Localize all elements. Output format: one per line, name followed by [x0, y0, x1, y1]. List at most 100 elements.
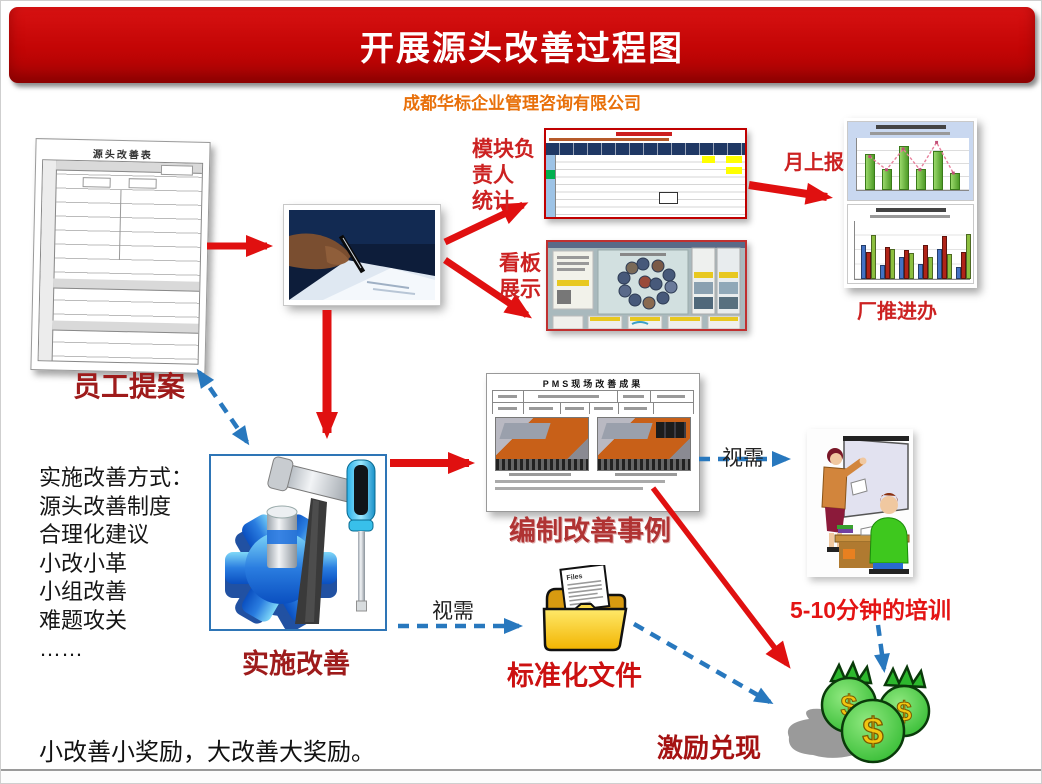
employee-proposal-label: 员工提案: [73, 371, 186, 402]
hammer-icon: [267, 456, 362, 624]
mini-chart2-title-bar: [876, 208, 946, 212]
spreadsheet-green-cell: [546, 170, 555, 179]
spreadsheet-left-column: [546, 155, 556, 217]
arrow-proposal-tools-link: [196, 368, 250, 446]
case-doc-text-line: [495, 487, 644, 490]
chart-bar: [942, 236, 947, 279]
chart-bar: [956, 266, 961, 279]
method-line: 难题攻关: [39, 607, 128, 633]
form-cell: [160, 164, 194, 176]
implement-label: 实施改善: [242, 649, 350, 679]
chart-bar: [933, 151, 943, 190]
monthly-report-label: 月上报: [784, 152, 844, 174]
chart-line-overlay: [868, 140, 955, 175]
chart-bar: [861, 244, 866, 279]
folder-front: [542, 607, 628, 652]
folder-icon: Files: [542, 563, 628, 652]
chart-bar: [923, 244, 928, 279]
chart-bar: [937, 248, 942, 279]
chart-bar: [918, 263, 923, 279]
mini-chart-2: [847, 204, 974, 284]
factory-office-label: 厂推进办: [857, 301, 937, 323]
spreadsheet-yellow-cell: [726, 156, 742, 163]
chart-bar: [880, 265, 885, 279]
kanban-label: 看板 展示: [499, 252, 541, 301]
kanban-board-art: [548, 242, 745, 330]
monthly-charts-image: [844, 118, 977, 288]
proposal-form-image: 源头改善表: [30, 138, 211, 374]
money-bags-icon: $ $ $: [787, 659, 931, 764]
arrow-spreadsheet-to-charts: [748, 181, 833, 205]
company-name: 成都华标企业管理咨询有限公司: [403, 94, 641, 113]
standard-docs-folder-image: Files: [539, 563, 631, 653]
method-line: 源头改善制度: [39, 493, 172, 519]
method-line: 小改小革: [39, 550, 128, 576]
spreadsheet-selected-cell: [659, 192, 678, 204]
kanban-bottom-posters: [552, 315, 741, 330]
case-doc-row: [492, 402, 694, 414]
standard-docs-label: 标准化文件: [507, 661, 642, 691]
case-doc-photos: [495, 417, 691, 471]
case-document-title: PMS现场改善成果: [542, 379, 644, 389]
writing-photo: [283, 204, 441, 306]
tools-art: [225, 456, 376, 632]
title-banner: 开展源头改善过程图: [9, 7, 1035, 83]
proposal-form-grid: [37, 159, 204, 365]
after-photo: [597, 417, 691, 471]
training-label: 5-10分钟的培训: [790, 597, 952, 623]
arrow-case-to-money: [650, 486, 791, 669]
writing-photo-art: [289, 210, 435, 300]
money-bag-front: $: [840, 698, 906, 764]
form-cell: [128, 178, 157, 189]
arrow-folder-to-money: [632, 622, 774, 704]
mini-chart2-plot: [854, 221, 971, 280]
as-needed-bottom-label: 视需: [432, 600, 474, 623]
folder-doc-text: Files: [566, 573, 583, 582]
training-art: [807, 429, 913, 577]
incentive-money-image: $ $ $: [779, 653, 937, 767]
form-section-band2: [52, 320, 199, 334]
chart-bar: [904, 250, 909, 279]
case-document-image: PMS现场改善成果: [486, 373, 700, 512]
spreadsheet-header-row: [546, 143, 745, 155]
page-title: 开展源头改善过程图: [360, 29, 684, 68]
mini-chart2-legend: [870, 215, 950, 218]
case-doc-captions: [487, 473, 699, 476]
method-line: ……: [39, 636, 83, 661]
spreadsheet-yellow-cell: [726, 167, 742, 174]
spreadsheet-yellow-cell: [702, 156, 715, 163]
photo-circle-ring: [617, 257, 678, 310]
student-icon: [869, 493, 909, 574]
chart-bar: [950, 172, 960, 190]
method-line: 合理化建议: [39, 522, 150, 547]
chart-bar: [865, 154, 875, 190]
chart-bar: [966, 233, 971, 279]
chart-bar: [871, 235, 876, 279]
incentive-label: 激励兑现: [657, 733, 762, 763]
form-divider: [118, 189, 122, 260]
kanban-board-image: [546, 240, 747, 331]
chart-bar: [928, 257, 933, 279]
chart-bar: [899, 146, 909, 190]
chart-bar: [947, 254, 952, 279]
screwdriver-icon: [346, 459, 376, 612]
mini-chart1-legend: [870, 132, 950, 135]
mini-chart-1: [847, 121, 974, 201]
method-line: 小组改善: [39, 579, 128, 604]
mini-chart1-plot: [856, 138, 969, 191]
bottom-note: 小改善小奖励，大改善大奖励。: [39, 739, 375, 766]
cylinder-icon: [266, 505, 298, 568]
mini-chart1-title-bar: [876, 125, 946, 129]
chart-bar: [890, 248, 895, 279]
improvement-methods-list: 实施改善方式： 源头改善制度 合理化建议 小改小革 小组改善 难题攻关 ……: [39, 464, 193, 664]
spreadsheet-grid: [555, 155, 745, 217]
projector-screen-icon: [843, 436, 909, 518]
bottom-divider: [1, 769, 1041, 783]
method-line: 实施改善方式：: [39, 465, 194, 490]
chart-bar: [961, 251, 966, 279]
implement-tools-image: [209, 454, 387, 632]
chart-bar: [899, 257, 904, 279]
dollar-sign: $: [862, 711, 883, 753]
spreadsheet-toolbar: [549, 138, 669, 141]
folder-document: Files: [559, 563, 611, 613]
